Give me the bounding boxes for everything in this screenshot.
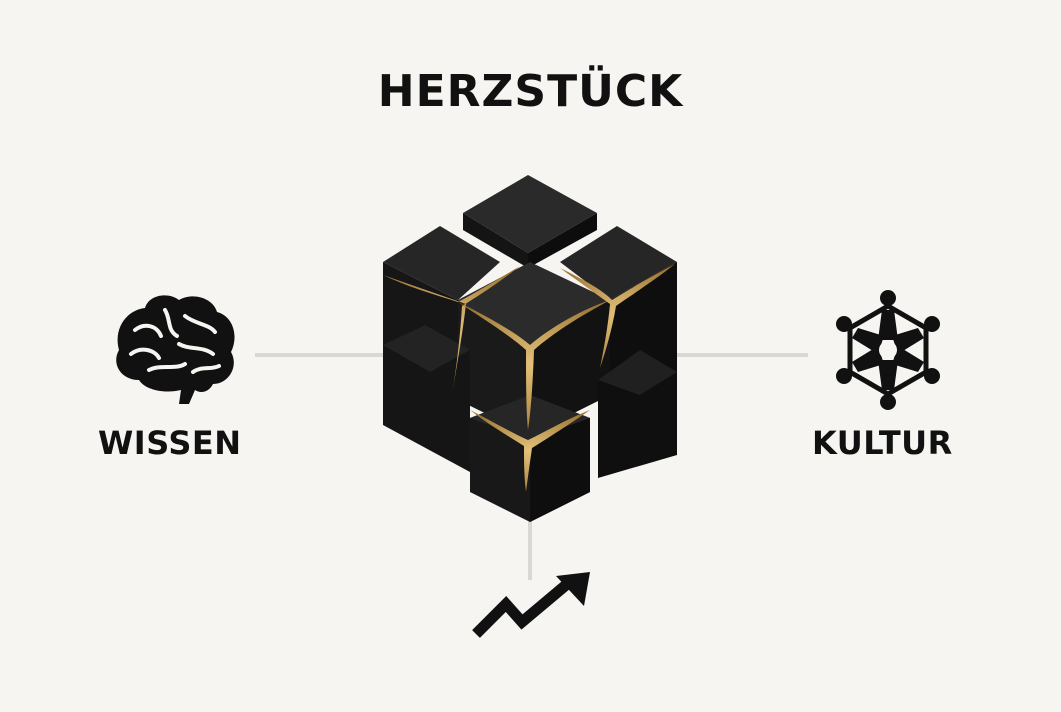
- trend-up-arrow-icon: [472, 572, 590, 638]
- people-network-icon: [836, 290, 940, 410]
- label-kultur: KULTUR: [812, 424, 953, 462]
- brain-icon: [116, 295, 235, 404]
- cube-cluster-icon: [383, 175, 677, 522]
- label-wissen: WISSEN: [98, 424, 242, 462]
- page-title: HERZSTÜCK: [377, 66, 684, 117]
